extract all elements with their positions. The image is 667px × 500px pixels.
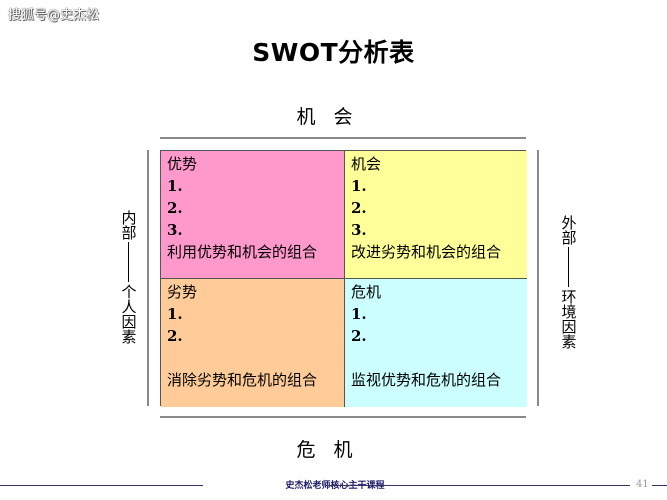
page-title: SWOT分析表 — [252, 38, 415, 67]
right-label-bottom: 环境因素 — [559, 289, 578, 349]
right-label-dash — [567, 247, 569, 287]
top-divider — [160, 137, 526, 139]
page-number: 41 — [636, 479, 649, 490]
opportunities-item: 1. — [351, 177, 367, 195]
strengths-combo: 利用优势和机会的组合 — [167, 243, 318, 261]
threats-heading: 危机 — [351, 283, 382, 301]
quadrant-threats: 危机 1. 2. 监视优势和危机的组合 — [345, 279, 527, 407]
footer-line-right — [325, 485, 630, 486]
opportunities-heading: 机会 — [351, 155, 382, 173]
footer-line-left — [0, 485, 203, 486]
axis-label-bottom: 危机 — [296, 439, 371, 461]
strengths-heading: 优势 — [167, 155, 198, 173]
spacer — [167, 347, 338, 369]
right-label-top: 外部 — [559, 215, 578, 245]
quadrant-opportunities: 机会 1. 2. 3. 改进劣势和机会的组合 — [345, 151, 527, 279]
watermark: 搜狐号@史杰松 — [8, 8, 100, 23]
threats-combo: 监视优势和危机的组合 — [351, 371, 502, 389]
left-label-dash — [127, 242, 129, 282]
opportunities-combo: 改进劣势和机会的组合 — [351, 243, 502, 261]
footer-text: 史杰松老师核心主干课程 — [285, 481, 385, 491]
right-divider — [537, 150, 539, 406]
weaknesses-item: 2. — [167, 327, 183, 345]
spacer — [351, 347, 521, 369]
footer-line-end — [652, 485, 667, 486]
left-label-bottom: 个人因素 — [119, 284, 138, 344]
quadrant-weaknesses: 劣势 1. 2. 消除劣势和危机的组合 — [161, 279, 345, 407]
strengths-item: 3. — [167, 221, 183, 239]
axis-label-top: 机会 — [296, 106, 371, 128]
opportunities-item: 2. — [351, 199, 367, 217]
swot-matrix: 优势 1. 2. 3. 利用优势和机会的组合 机会 1. 2. 3. 改进劣势和… — [160, 150, 527, 407]
strengths-item: 1. — [167, 177, 183, 195]
threats-item: 1. — [351, 305, 367, 323]
weaknesses-combo: 消除劣势和危机的组合 — [167, 371, 318, 389]
opportunities-item: 3. — [351, 221, 367, 239]
axis-label-left: 内部 个人因素 — [118, 210, 138, 344]
weaknesses-heading: 劣势 — [167, 283, 198, 301]
bottom-divider — [160, 416, 526, 418]
left-divider — [147, 150, 149, 406]
threats-item: 2. — [351, 327, 367, 345]
axis-label-right: 外部 环境因素 — [558, 215, 578, 349]
strengths-item: 2. — [167, 199, 183, 217]
left-label-top: 内部 — [119, 210, 138, 240]
quadrant-strengths: 优势 1. 2. 3. 利用优势和机会的组合 — [161, 151, 345, 279]
weaknesses-item: 1. — [167, 305, 183, 323]
